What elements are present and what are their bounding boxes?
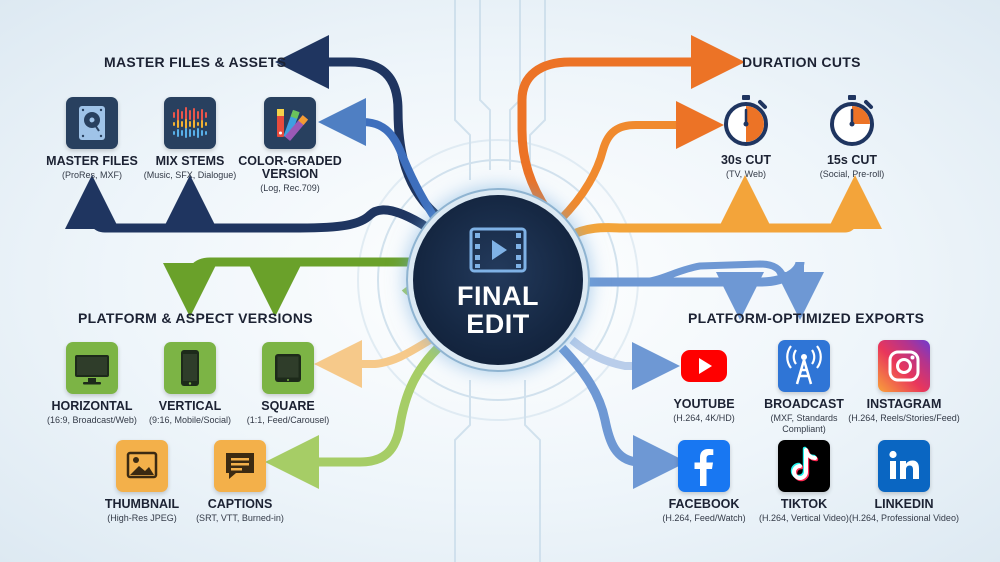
- node-sub: (Music, SFX, Dialogue): [143, 170, 237, 180]
- section-title-exports: PLATFORM-OPTIMIZED EXPORTS: [688, 310, 925, 326]
- node-15s-cut: 15s CUT (Social, Pre-roll): [792, 92, 912, 180]
- facebook-icon: [694, 449, 714, 486]
- broadcast-tower-icon: [786, 345, 822, 385]
- node-label: 15s CUT: [826, 153, 878, 167]
- node-mix-stems: MIX STEMS (Music, SFX, Dialogue): [130, 97, 250, 181]
- node-label: HORIZONTAL: [51, 399, 133, 413]
- node-square: SQUARE (1:1, Feed/Carousel): [228, 342, 348, 426]
- node-youtube: YOUTUBE (H.264, 4K/HD): [644, 340, 764, 424]
- section-title-platform-aspect: PLATFORM & ASPECT VERSIONS: [78, 310, 313, 326]
- node-sub: (SRT, VTT, Burned-in): [196, 513, 284, 523]
- node-sub: (TV, Web): [725, 169, 766, 179]
- node-horizontal: HORIZONTAL (16:9, Broadcast/Web): [32, 342, 152, 426]
- node-sub: (MXF, Standards Compliant): [770, 413, 838, 434]
- node-color-graded: COLOR-GRADED VERSION (Log, Rec.709): [230, 97, 350, 194]
- node-sub: (H.264, Reels/Stories/Feed): [848, 413, 960, 423]
- node-30s-cut: 30s CUT (TV, Web): [686, 92, 806, 180]
- image-icon: [126, 451, 158, 479]
- instagram-icon: [888, 350, 920, 382]
- node-sub: (High-Res JPEG): [107, 513, 177, 523]
- node-label: THUMBNAIL: [104, 497, 180, 511]
- tiktok-icon: [790, 446, 819, 482]
- stopwatch-icon: [724, 95, 768, 146]
- node-label: INSTAGRAM: [866, 397, 942, 411]
- color-swatch-icon: [277, 109, 309, 141]
- node-label: TIKTOK: [780, 497, 828, 511]
- node-sub: (9:16, Mobile/Social): [148, 415, 232, 425]
- node-sub: (Social, Pre-roll): [819, 169, 885, 179]
- youtube-icon: [681, 350, 727, 382]
- hub-title-line1: FINAL: [457, 281, 539, 311]
- node-label: COLOR-GRADED VERSION: [238, 154, 342, 181]
- node-label: FACEBOOK: [668, 497, 740, 511]
- node-sub: (Log, Rec.709): [260, 183, 320, 193]
- node-linkedin: LINKEDIN (H.264, Professional Video): [844, 440, 964, 524]
- audio-waveform-icon: [173, 107, 207, 138]
- node-label: BROADCAST: [764, 397, 844, 411]
- node-sub: (16:9, Broadcast/Web): [47, 415, 137, 425]
- node-sub: (ProRes, MXF): [61, 170, 122, 180]
- node-broadcast: BROADCAST (MXF, Standards Compliant): [744, 340, 864, 434]
- film-play-icon: [469, 227, 527, 273]
- stopwatch-icon: [830, 95, 874, 146]
- node-tiktok: TIKTOK (H.264, Vertical Video): [744, 440, 864, 524]
- node-label: MASTER FILES: [46, 154, 138, 168]
- node-master-files: MASTER FILES (ProRes, MXF): [32, 97, 152, 181]
- node-label: YOUTUBE: [673, 397, 735, 411]
- section-title-master: MASTER FILES & ASSETS: [104, 54, 287, 70]
- node-sub: (H.264, Vertical Video): [759, 513, 849, 523]
- node-label: LINKEDIN: [874, 497, 934, 511]
- node-sub: (1:1, Feed/Carousel): [246, 415, 330, 425]
- tablet-icon: [275, 354, 301, 382]
- node-sub: (H.264, Feed/Watch): [662, 513, 746, 523]
- node-sub: (H.264, Professional Video): [849, 513, 959, 523]
- hub-title-line2: EDIT: [466, 309, 530, 339]
- caption-bubble-icon: [226, 453, 254, 479]
- node-instagram: INSTAGRAM (H.264, Reels/Stories/Feed): [844, 340, 964, 424]
- node-thumbnail: THUMBNAIL (High-Res JPEG): [82, 440, 202, 524]
- section-title-duration: DURATION CUTS: [742, 54, 861, 70]
- hard-drive-icon: [79, 106, 105, 140]
- node-label: SQUARE: [261, 399, 315, 413]
- node-label: 30s CUT: [720, 153, 772, 167]
- monitor-icon: [75, 355, 109, 385]
- linkedin-icon: [889, 450, 919, 479]
- final-edit-hub: FINAL EDIT: [413, 195, 583, 365]
- node-sub: (H.264, 4K/HD): [673, 413, 735, 423]
- node-label: CAPTIONS: [207, 497, 273, 511]
- node-label: MIX STEMS: [155, 154, 225, 168]
- phone-icon: [181, 350, 199, 386]
- node-captions: CAPTIONS (SRT, VTT, Burned-in): [180, 440, 300, 524]
- node-vertical: VERTICAL (9:16, Mobile/Social): [130, 342, 250, 426]
- node-facebook: FACEBOOK (H.264, Feed/Watch): [644, 440, 764, 524]
- node-label: VERTICAL: [158, 399, 222, 413]
